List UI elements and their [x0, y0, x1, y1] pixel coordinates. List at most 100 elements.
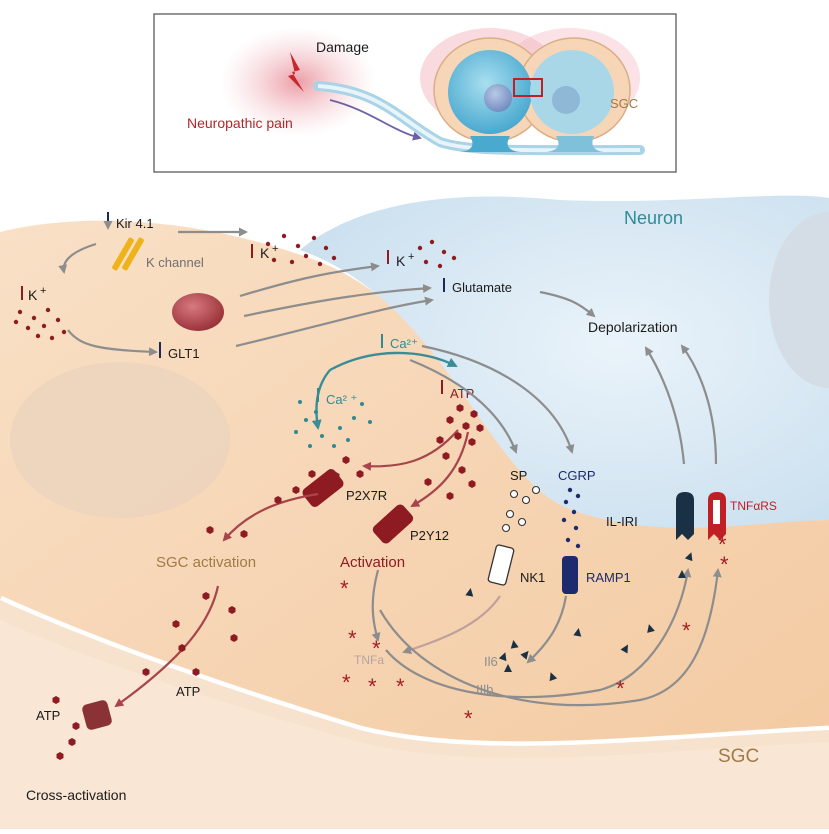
neuron-label: Neuron [624, 208, 683, 228]
arrow-tnf-to-depol [680, 344, 718, 465]
ramp1-receptor [562, 556, 578, 594]
arrow-activation-to-tnfa [371, 569, 381, 642]
k-ion-dot [17, 309, 23, 315]
sp-vesicle [505, 509, 515, 519]
k-ion-dot [55, 317, 61, 323]
activation-label: Activation [340, 554, 405, 571]
k-mid-plus: + [272, 243, 278, 255]
neuron-body [300, 195, 829, 528]
il6-label: Il6 [484, 654, 498, 669]
sgc-activation-label: SGC activation [156, 554, 256, 571]
arrow-ca-to-atp [329, 351, 458, 372]
tnf-alpha-star: * [718, 532, 727, 557]
cytokine-il [465, 588, 474, 597]
p2y12-receptor [372, 504, 414, 544]
cgrp-vesicle [575, 493, 581, 499]
arrow-glutamate-to-depol [539, 290, 596, 318]
k-ion-dot [417, 245, 423, 251]
arrow-cytokines-to-tnf [379, 568, 722, 707]
arrow-k-to-glt1 [67, 329, 158, 357]
atp-molecule [470, 410, 478, 418]
inset-stem-left [460, 136, 520, 152]
k-ion-dot [25, 325, 31, 331]
inset-stem-right [546, 136, 604, 152]
sp-vesicle [517, 517, 527, 527]
k-ion-dot [423, 259, 429, 265]
atp-molecule [436, 436, 444, 444]
ca-left-label: Ca² ⁺ [326, 392, 357, 407]
k-ion-dot [13, 319, 19, 325]
atp-molecule [52, 696, 60, 704]
tnf-alpha-star: * [368, 674, 377, 699]
sgc-lower-cell-inner [0, 620, 829, 829]
atp-molecule [356, 470, 364, 478]
cytokine-section: TNFa Il6 IIlb [354, 568, 722, 707]
inset-panel: Damage Neuropathic pain SGC [153, 13, 677, 173]
calcium-ion-dot [352, 416, 356, 420]
calcium-ion-dot [368, 420, 372, 424]
atp-molecule [456, 404, 464, 412]
cytokine-il [684, 552, 693, 562]
cytokine-il [678, 570, 686, 578]
calcium-ion-dot [308, 444, 312, 448]
arrow-atp-to-p2y12 [410, 431, 470, 507]
tnf-alpha-star: * [464, 706, 473, 731]
k-ion-dot [281, 233, 287, 239]
atp-molecule [342, 456, 350, 464]
cytokine-il [573, 628, 582, 637]
sp-label: SP [510, 468, 527, 483]
calcium-atp-section: Ca²⁺ Ca² ⁺ ATP P2X7R P2Y12 SGC activatio… [26, 334, 575, 803]
depolarization-label: Depolarization [588, 319, 678, 335]
cgrp-vesicle [565, 537, 571, 543]
calcium-ion-dot [298, 400, 302, 404]
nk1-label: NK1 [520, 570, 545, 585]
atp-molecule [442, 452, 450, 460]
inset-sgc-label: SGC [610, 96, 638, 111]
ramp1-label: RAMP1 [586, 570, 631, 585]
inset-zoom-box [513, 78, 543, 97]
tnf-alpha-star: * [342, 670, 351, 695]
arrow-nk1-to-tnfa [402, 595, 501, 655]
sgc-nucleus [10, 362, 230, 518]
atp-molecule [230, 634, 238, 642]
k-left-plus: + [40, 285, 46, 297]
glial-organelle [172, 293, 224, 331]
sp-vesicle [509, 489, 519, 499]
k-ion-dot [317, 261, 323, 267]
arrow-organelle-to-kneuron [239, 262, 380, 298]
cgrp-vesicles [561, 487, 581, 549]
il-iri-label: IL-IRI [606, 514, 638, 529]
k-ion-dot [35, 333, 41, 339]
neuron-nucleus [769, 212, 829, 388]
k-ion-dot [437, 263, 443, 269]
atp-molecule [462, 422, 470, 430]
calcium-ion-dot [294, 430, 298, 434]
k-ion-dot [311, 235, 317, 241]
k-ion-dot [265, 241, 271, 247]
atp-molecule [72, 722, 80, 730]
k-mid-label: K [260, 245, 270, 261]
atp-molecule [446, 492, 454, 500]
k-ion-dot [295, 243, 301, 249]
atp-molecule [308, 470, 316, 478]
tnfa-label: TNFa [354, 653, 384, 667]
atp-molecule [192, 668, 200, 676]
sp-vesicles [501, 485, 541, 533]
atp-bottom-label: ATP [36, 708, 60, 723]
arrow-ramp1-to-il6 [526, 595, 568, 664]
atp-molecule [332, 472, 340, 480]
arrow-iliri-to-depol [644, 346, 686, 465]
k-ion-dot [49, 335, 55, 341]
atp-top-label: ATP [450, 386, 474, 401]
inset-pain-label: Neuropathic pain [187, 115, 293, 131]
arrow-kir-to-k [58, 242, 97, 274]
tnf-alpha-star: * [682, 618, 691, 643]
cytokine-il [647, 624, 655, 633]
k-ion-dot [303, 253, 309, 259]
sgc-label: SGC [718, 746, 759, 767]
lightning-icon [288, 52, 304, 92]
k-ion-dot [271, 257, 277, 263]
neuropeptide-section: SP CGRP NK1 RAMP1 IL-IRI TNFαRS [487, 344, 777, 594]
calcium-ion-dot [314, 410, 318, 414]
k-ion-dot [45, 307, 51, 313]
